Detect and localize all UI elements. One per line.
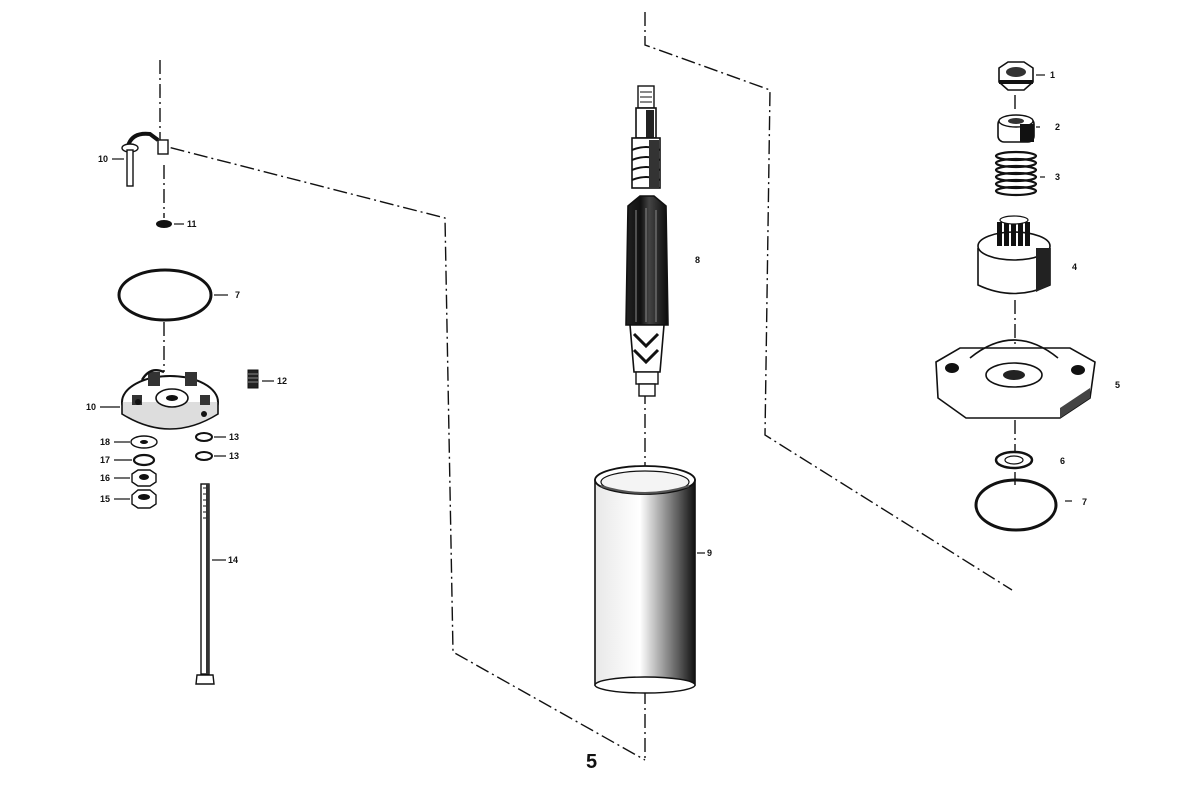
end-cap-5 (935, 339, 1096, 419)
armature-8 (625, 85, 669, 397)
o-ring-7-right (974, 478, 1058, 532)
callout-4: 4 (1072, 262, 1077, 272)
frame-housing-9 (594, 465, 696, 694)
center-callouts: 8 9 (695, 255, 712, 558)
washer-18 (130, 435, 158, 449)
callout-6: 6 (1060, 456, 1065, 466)
callout-18: 18 (100, 437, 110, 447)
callout-15: 15 (100, 494, 110, 504)
callout-9: 9 (707, 548, 712, 558)
terminal-10-top (121, 131, 169, 187)
callout-5: 5 (1115, 380, 1120, 390)
callout-13-lower: 13 (229, 451, 239, 461)
right-callouts: 1 2 3 4 5 6 7 (1036, 70, 1120, 507)
lock-washer-17 (132, 453, 156, 467)
assembly-guide-lines (159, 12, 1016, 761)
insulator-11 (156, 220, 172, 228)
brush-spring-12 (247, 369, 259, 389)
washers-13 (195, 432, 213, 461)
callout-10-top: 10 (98, 154, 108, 164)
hex-nut-1 (998, 61, 1034, 91)
callout-17: 17 (100, 455, 110, 465)
o-ring-7-left (117, 268, 213, 322)
callout-11: 11 (187, 219, 197, 229)
through-bolt-14 (195, 483, 215, 685)
callout-14: 14 (228, 555, 238, 565)
drive-pinion-4 (977, 215, 1051, 295)
nut-16 (131, 469, 157, 487)
callout-10-plate: 10 (86, 402, 96, 412)
callout-2: 2 (1055, 122, 1060, 132)
left-callouts: 10 11 7 10 12 13 13 14 15 16 17 18 (86, 154, 287, 565)
callout-3: 3 (1055, 172, 1060, 182)
callout-13-upper: 13 (229, 432, 239, 442)
callout-7-left: 7 (235, 290, 240, 300)
callout-1: 1 (1050, 70, 1055, 80)
washer-6 (994, 450, 1034, 470)
brush-plate-10 (121, 369, 219, 430)
callout-8: 8 (695, 255, 700, 265)
spacer-2 (997, 114, 1035, 143)
figure-number: 5 (586, 751, 597, 773)
callout-16: 16 (100, 473, 110, 483)
nut-15 (131, 489, 157, 509)
spring-3 (994, 150, 1038, 197)
callout-12: 12 (277, 376, 287, 386)
callout-7-right: 7 (1082, 497, 1087, 507)
